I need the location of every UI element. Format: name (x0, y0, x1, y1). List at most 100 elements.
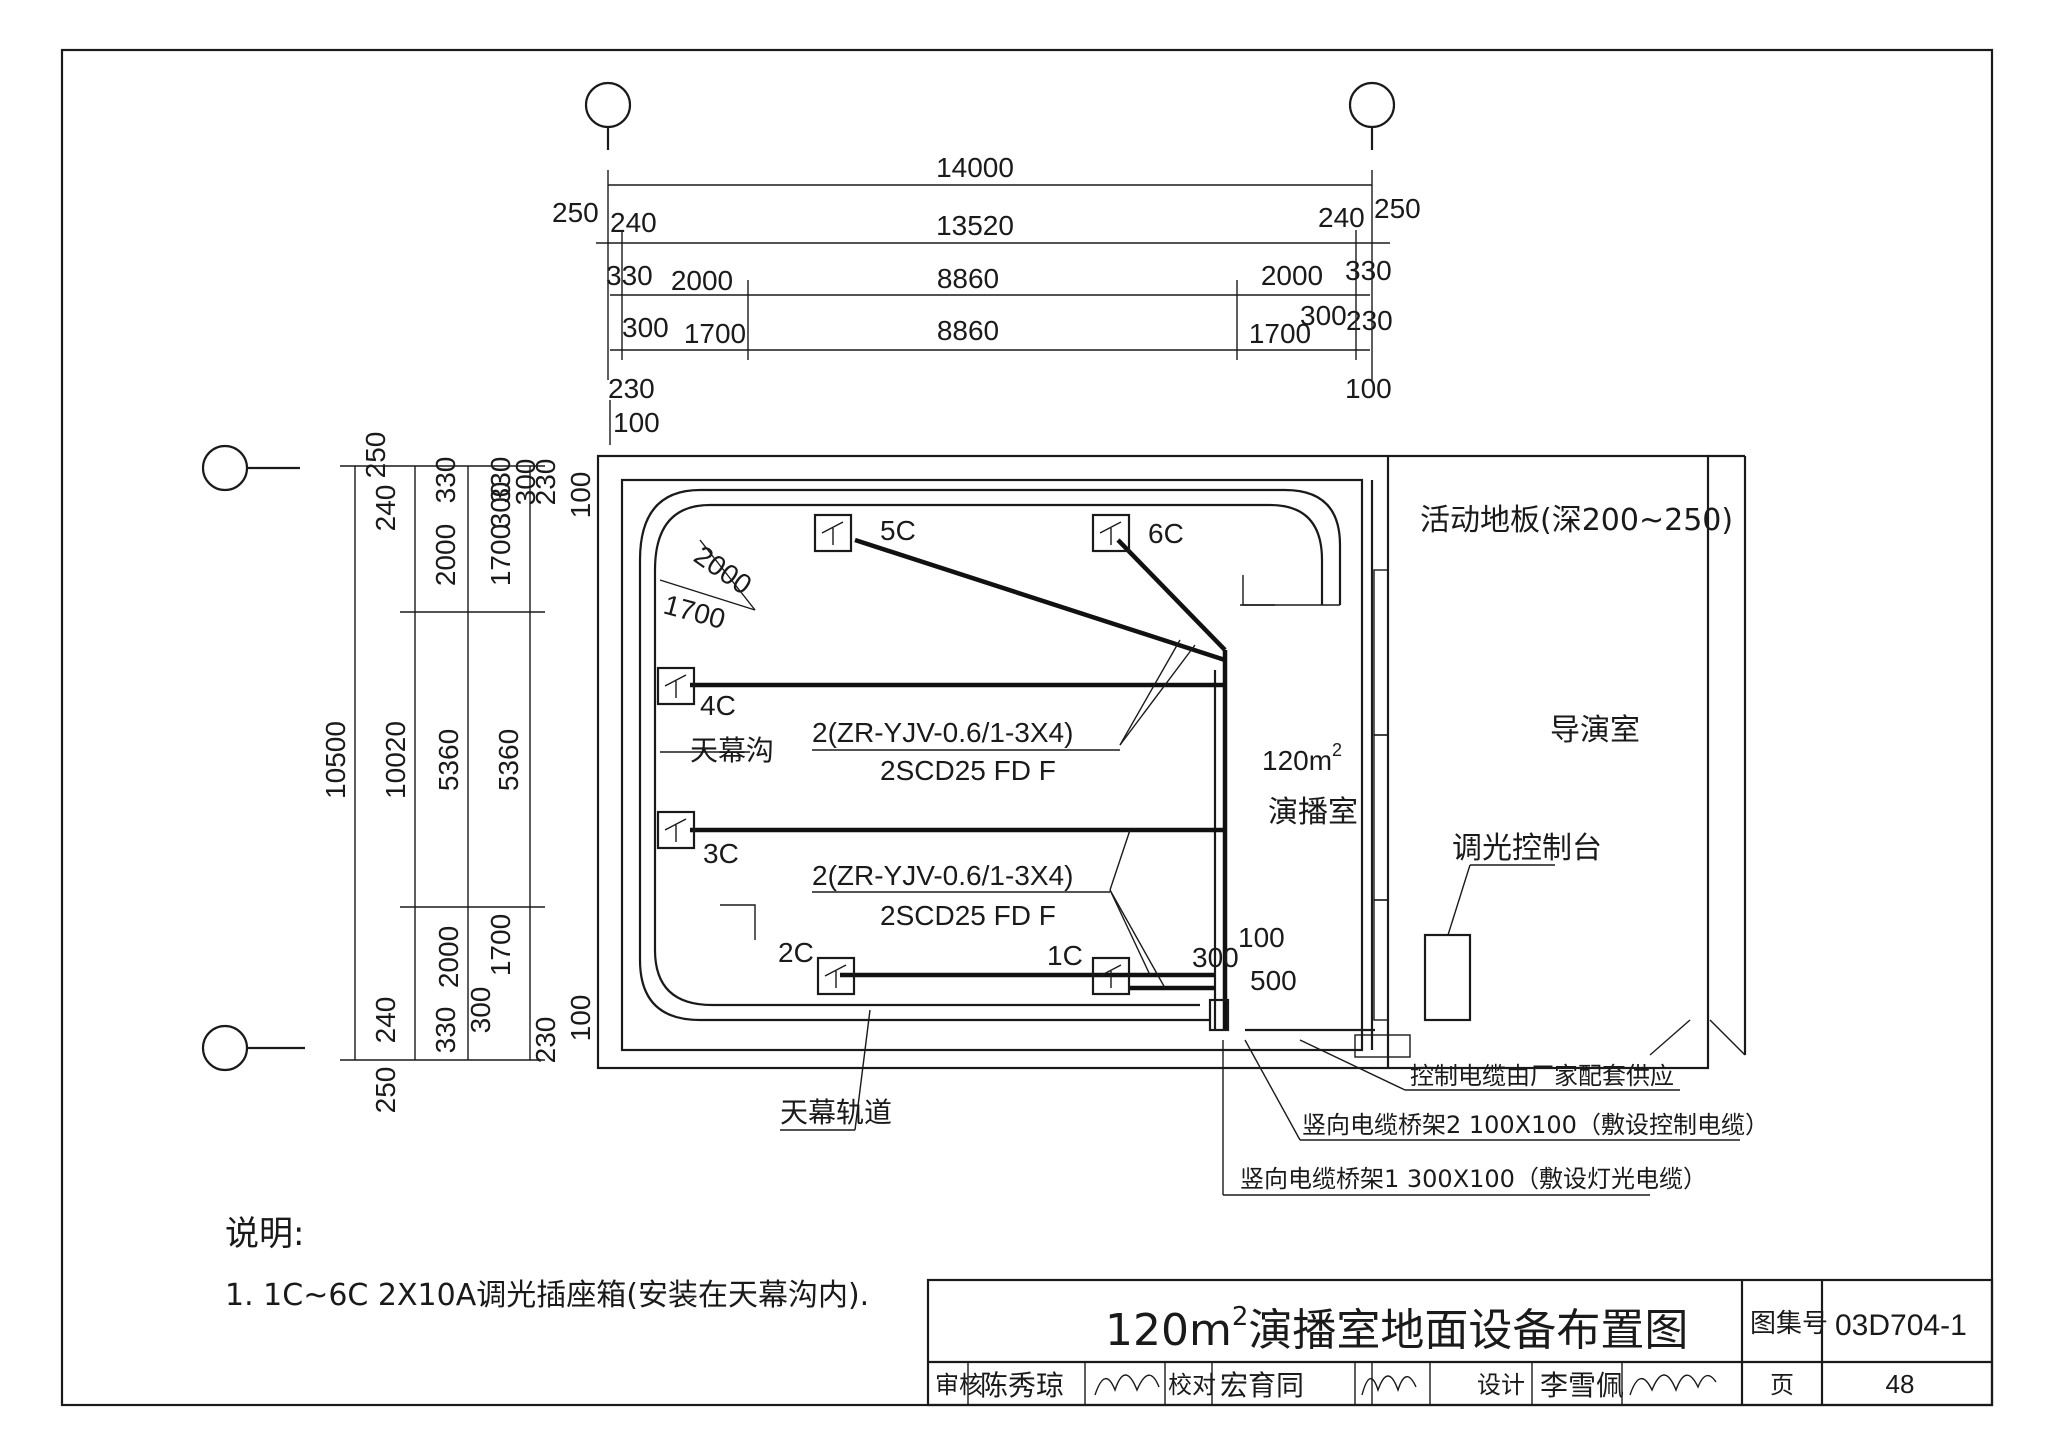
dim-top-14000: 14000 (936, 152, 1014, 183)
socket-label-3c: 3C (703, 838, 739, 869)
curtain-trench-outer (638, 488, 1342, 1022)
dim-top-300-right: 300 (1300, 300, 1347, 331)
dimmer-console-label: 调光控制台 (1452, 831, 1602, 866)
dimmer-socket-1c (1091, 956, 1131, 996)
dim-radius-2000: 2000 (689, 540, 758, 601)
dim-300-inner: 300 (1192, 942, 1239, 973)
studio-room-label: 演播室 (1268, 795, 1358, 830)
check-label: 校对 (1168, 1371, 1216, 1399)
dim-top-230-right: 230 (1346, 305, 1393, 336)
reviewer-signature (1094, 1374, 1160, 1396)
dim-top-100-right: 100 (1345, 373, 1392, 404)
dim-100-inner: 100 (1238, 922, 1285, 953)
designer-name: 李雪佩 (1540, 1369, 1624, 1402)
dim-top-100-left: 100 (613, 407, 660, 438)
cable-routes (690, 537, 1375, 1032)
svg-text:250: 250 (360, 432, 391, 479)
dim-top-13520: 13520 (936, 210, 1014, 241)
dim-top-8860-a: 8860 (937, 263, 999, 294)
socket-label-2c: 2C (778, 937, 814, 968)
left-dimension-texts: 250 240 330 2000 330 300 1700 300 230 10… (320, 432, 596, 1114)
dim-top-300-left: 300 (622, 312, 669, 343)
svg-text:250: 250 (370, 1067, 401, 1114)
reviewer-name: 陈秀琼 (980, 1369, 1064, 1402)
svg-text:330: 330 (485, 457, 516, 504)
dim-top-1700-right: 1700 (1249, 318, 1311, 349)
dimmer-socket-2c (816, 956, 856, 996)
svg-text:5360: 5360 (493, 729, 524, 791)
checker-signature (1361, 1375, 1417, 1396)
svg-text:100: 100 (565, 995, 596, 1042)
building-outer-wall (596, 454, 1710, 1070)
svg-text:2000: 2000 (430, 524, 461, 586)
notes-item-1: 1. 1C~6C 2X10A调光插座箱(安装在天幕沟内). (225, 1278, 869, 1313)
page-number: 48 (1886, 1369, 1915, 1399)
dim-top-330-left: 330 (606, 260, 653, 291)
studio-area: 120m2 (1262, 740, 1342, 776)
svg-text:230: 230 (530, 459, 561, 506)
atlas-number: 03D704-1 (1835, 1309, 1967, 1342)
director-room-label: 导演室 (1550, 713, 1640, 748)
svg-text:1700: 1700 (485, 524, 516, 586)
svg-text:2000: 2000 (433, 926, 464, 988)
dim-top-250-left: 250 (552, 197, 599, 228)
dim-500-inner: 500 (1250, 965, 1297, 996)
control-cable-note: 控制电缆由厂家配套供应 (1410, 1062, 1674, 1090)
svg-text:5360: 5360 (433, 729, 464, 791)
dim-top-2000-right: 2000 (1261, 260, 1323, 291)
atlas-label: 图集号 (1750, 1309, 1828, 1339)
conduit-spec-1: 2SCD25 FD F (880, 755, 1056, 786)
corner-markers (720, 575, 1275, 940)
cable-tray-1-label: 竖向电缆桥架1 300X100（敷设灯光电缆） (1240, 1165, 1707, 1193)
socket-label-6c: 6C (1148, 518, 1184, 549)
review-label: 审核 (935, 1371, 983, 1399)
dim-top-2000-left: 2000 (671, 265, 733, 296)
svg-text:300: 300 (510, 459, 541, 506)
drawing-title: 120m2演播室地面设备布置图 (1105, 1302, 1688, 1356)
top-dimension-lines (596, 170, 1390, 445)
svg-text:330: 330 (430, 457, 461, 504)
checker-name: 宏育同 (1220, 1369, 1304, 1402)
svg-text:240: 240 (370, 997, 401, 1044)
dim-top-1700-left: 1700 (684, 318, 746, 349)
radius-1700-line (699, 539, 756, 611)
conduit-spec-2: 2SCD25 FD F (880, 900, 1056, 931)
svg-text:230: 230 (530, 1017, 561, 1064)
dim-top-8860-b: 8860 (937, 315, 999, 346)
curtain-trench-inner (653, 503, 1324, 1007)
cable-tray-2-label: 竖向电缆桥架2 100X100（敷设控制电缆） (1302, 1111, 1769, 1139)
raised-floor-label: 活动地板(深200~250) (1420, 503, 1733, 538)
dimmer-socket-4c (656, 666, 696, 706)
leader-lines (660, 639, 1740, 1196)
curtain-track-label: 天幕轨道 (780, 1096, 892, 1129)
svg-text:300: 300 (465, 987, 496, 1034)
svg-text:10500: 10500 (320, 721, 351, 799)
design-label: 设计 (1477, 1371, 1525, 1399)
svg-text:240: 240 (370, 485, 401, 532)
observation-window (1373, 569, 1389, 1021)
page-label: 页 (1770, 1371, 1794, 1399)
svg-text:330: 330 (430, 1007, 461, 1054)
dimmer-socket-6c (1091, 513, 1131, 553)
door (1649, 1019, 1746, 1056)
cable-spec-1: 2(ZR-YJV-0.6/1-3X4) (812, 717, 1073, 748)
designer-signature (1629, 1374, 1717, 1396)
svg-text:10020: 10020 (380, 721, 411, 799)
title-block (926, 1278, 1994, 1407)
socket-label-1c: 1C (1047, 940, 1083, 971)
dim-top-330-right: 330 (1345, 255, 1392, 286)
svg-text:100: 100 (565, 472, 596, 519)
axis-bubbles (201, 81, 1396, 1072)
dim-radius-1700: 1700 (660, 589, 728, 635)
studio-inner-wall (620, 478, 1364, 1052)
dimmer-socket-3c (656, 810, 696, 850)
dim-top-250-right: 250 (1374, 193, 1421, 224)
radius-2000-line (659, 579, 756, 611)
cable-spec-2: 2(ZR-YJV-0.6/1-3X4) (812, 860, 1073, 891)
dim-top-230-left: 230 (608, 373, 655, 404)
dimmer-socket-5c (813, 513, 853, 553)
notes-heading: 说明: (225, 1214, 304, 1254)
dimmer-console-box (1423, 933, 1472, 1022)
socket-label-5c: 5C (880, 515, 916, 546)
